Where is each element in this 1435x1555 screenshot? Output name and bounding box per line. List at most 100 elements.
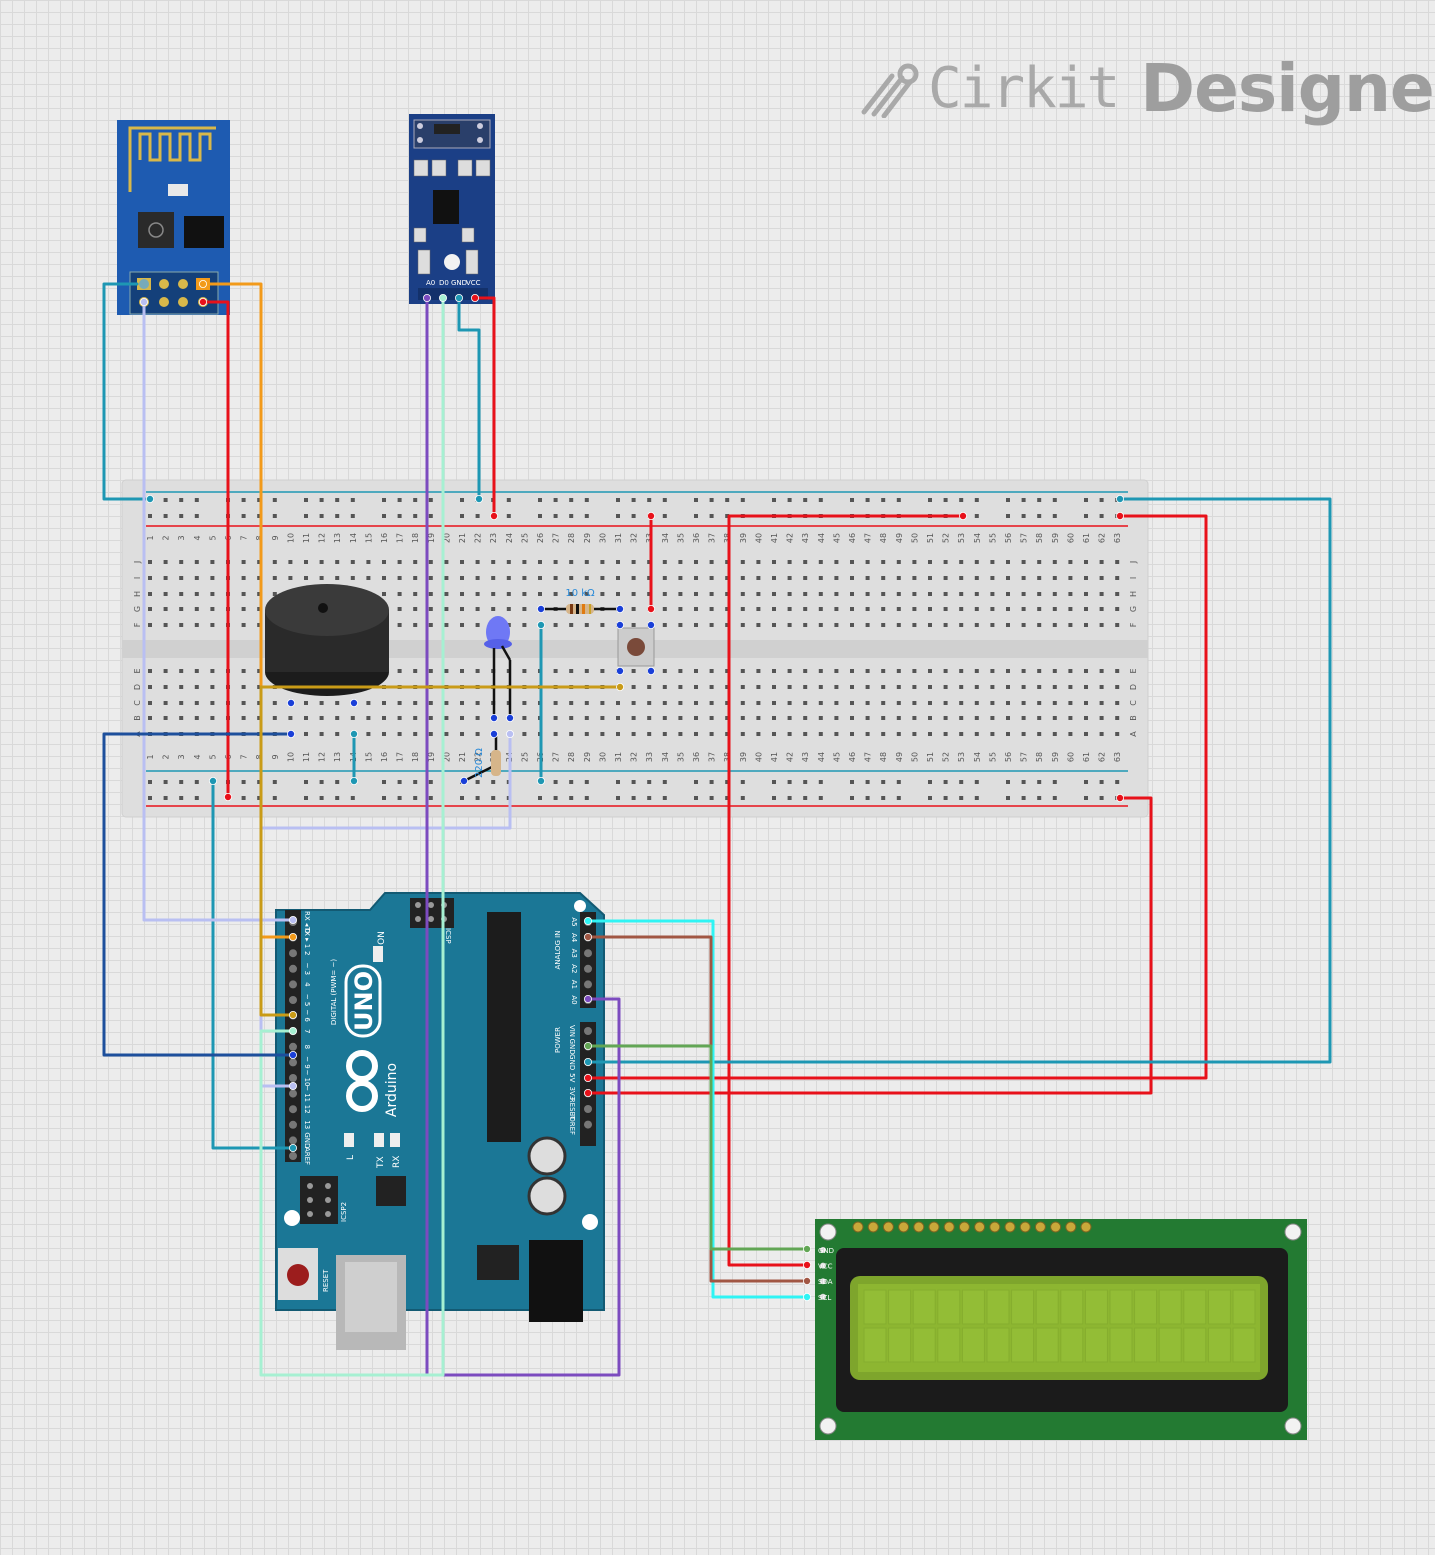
breadboard-hole[interactable] (881, 607, 886, 611)
rail-hole[interactable] (584, 498, 589, 502)
wire-endpoint[interactable] (616, 621, 625, 630)
breadboard-hole[interactable] (584, 560, 589, 564)
breadboard-hole[interactable] (959, 669, 964, 673)
breadboard-hole[interactable] (1084, 685, 1088, 689)
breadboard-hole[interactable] (272, 716, 277, 720)
breadboard-hole[interactable] (896, 607, 901, 611)
breadboard-hole[interactable] (538, 592, 542, 596)
breadboard-hole[interactable] (912, 685, 917, 689)
breadboard-hole[interactable] (772, 685, 776, 689)
breadboard-hole[interactable] (709, 576, 714, 580)
breadboard-hole[interactable] (974, 576, 979, 580)
wire-endpoint[interactable] (288, 1082, 297, 1091)
breadboard-hole[interactable] (569, 701, 574, 705)
breadboard-hole[interactable] (631, 685, 636, 689)
wire-endpoint[interactable] (286, 730, 295, 739)
breadboard-hole[interactable] (241, 576, 246, 580)
breadboard-hole[interactable] (772, 732, 776, 736)
breadboard-hole[interactable] (584, 701, 589, 705)
breadboard-hole[interactable] (959, 685, 964, 689)
breadboard-hole[interactable] (179, 716, 184, 720)
breadboard-hole[interactable] (709, 623, 714, 627)
breadboard-hole[interactable] (1115, 669, 1120, 673)
wire-mint[interactable] (259, 296, 445, 1377)
breadboard-hole[interactable] (834, 623, 839, 627)
breadboard-hole[interactable] (148, 576, 152, 580)
wire-endpoint[interactable] (288, 1011, 297, 1020)
breadboard-hole[interactable] (616, 716, 620, 720)
rail-hole[interactable] (1099, 796, 1104, 800)
rail-hole[interactable] (304, 514, 308, 518)
breadboard-hole[interactable] (397, 592, 402, 596)
breadboard-hole[interactable] (928, 576, 932, 580)
breadboard-hole[interactable] (506, 592, 511, 596)
breadboard-hole[interactable] (662, 560, 667, 564)
breadboard-hole[interactable] (818, 716, 823, 720)
breadboard-hole[interactable] (725, 592, 730, 596)
breadboard-hole[interactable] (444, 669, 449, 673)
rail-hole[interactable] (194, 780, 199, 784)
rail-hole[interactable] (694, 514, 698, 518)
breadboard-hole[interactable] (756, 560, 761, 564)
breadboard-hole[interactable] (631, 560, 636, 564)
rail-hole[interactable] (694, 498, 698, 502)
breadboard-hole[interactable] (1021, 685, 1026, 689)
breadboard-hole[interactable] (803, 701, 808, 705)
rail-hole[interactable] (553, 498, 558, 502)
breadboard-hole[interactable] (850, 623, 854, 627)
breadboard-hole[interactable] (335, 732, 340, 736)
wire-endpoint[interactable] (647, 512, 656, 521)
breadboard-hole[interactable] (1052, 623, 1057, 627)
rail-hole[interactable] (881, 780, 886, 784)
breadboard-hole[interactable] (444, 576, 449, 580)
breadboard-hole[interactable] (850, 701, 854, 705)
breadboard-hole[interactable] (709, 669, 714, 673)
rail-hole[interactable] (304, 780, 308, 784)
breadboard-hole[interactable] (881, 701, 886, 705)
breadboard-hole[interactable] (319, 701, 324, 705)
breadboard-hole[interactable] (928, 685, 932, 689)
breadboard-hole[interactable] (709, 732, 714, 736)
breadboard-hole[interactable] (553, 701, 558, 705)
breadboard-hole[interactable] (1115, 623, 1120, 627)
breadboard-hole[interactable] (678, 576, 683, 580)
rail-hole[interactable] (241, 498, 246, 502)
rail-hole[interactable] (397, 780, 402, 784)
breadboard-hole[interactable] (1099, 701, 1104, 705)
rail-hole[interactable] (725, 514, 730, 518)
breadboard-hole[interactable] (241, 669, 246, 673)
breadboard-hole[interactable] (756, 701, 761, 705)
rail-hole[interactable] (148, 796, 152, 800)
rail-hole[interactable] (662, 498, 667, 502)
rail-hole[interactable] (865, 780, 870, 784)
digital-pin[interactable] (289, 1074, 297, 1082)
breadboard-hole[interactable] (1052, 576, 1057, 580)
breadboard-hole[interactable] (397, 732, 402, 736)
breadboard-hole[interactable] (959, 716, 964, 720)
rail-hole[interactable] (1099, 514, 1104, 518)
wire-endpoint[interactable] (470, 293, 479, 302)
breadboard-hole[interactable] (912, 732, 917, 736)
wire-endpoint[interactable] (584, 995, 593, 1004)
breadboard-hole[interactable] (272, 576, 277, 580)
breadboard-hole[interactable] (257, 592, 262, 596)
rail-hole[interactable] (647, 498, 652, 502)
rail-hole[interactable] (350, 514, 355, 518)
breadboard-hole[interactable] (943, 623, 948, 627)
breadboard-hole[interactable] (850, 685, 854, 689)
breadboard-hole[interactable] (631, 669, 636, 673)
breadboard-hole[interactable] (1084, 732, 1088, 736)
breadboard-hole[interactable] (1006, 623, 1010, 627)
breadboard-hole[interactable] (194, 623, 199, 627)
rail-hole[interactable] (335, 780, 340, 784)
breadboard-hole[interactable] (896, 623, 901, 627)
breadboard-hole[interactable] (834, 701, 839, 705)
rail-hole[interactable] (1084, 796, 1088, 800)
breadboard-hole[interactable] (803, 716, 808, 720)
breadboard-hole[interactable] (865, 669, 870, 673)
breadboard-hole[interactable] (990, 701, 995, 705)
breadboard-hole[interactable] (647, 560, 652, 564)
breadboard-hole[interactable] (834, 560, 839, 564)
rail-hole[interactable] (631, 514, 636, 518)
breadboard-hole[interactable] (709, 560, 714, 564)
